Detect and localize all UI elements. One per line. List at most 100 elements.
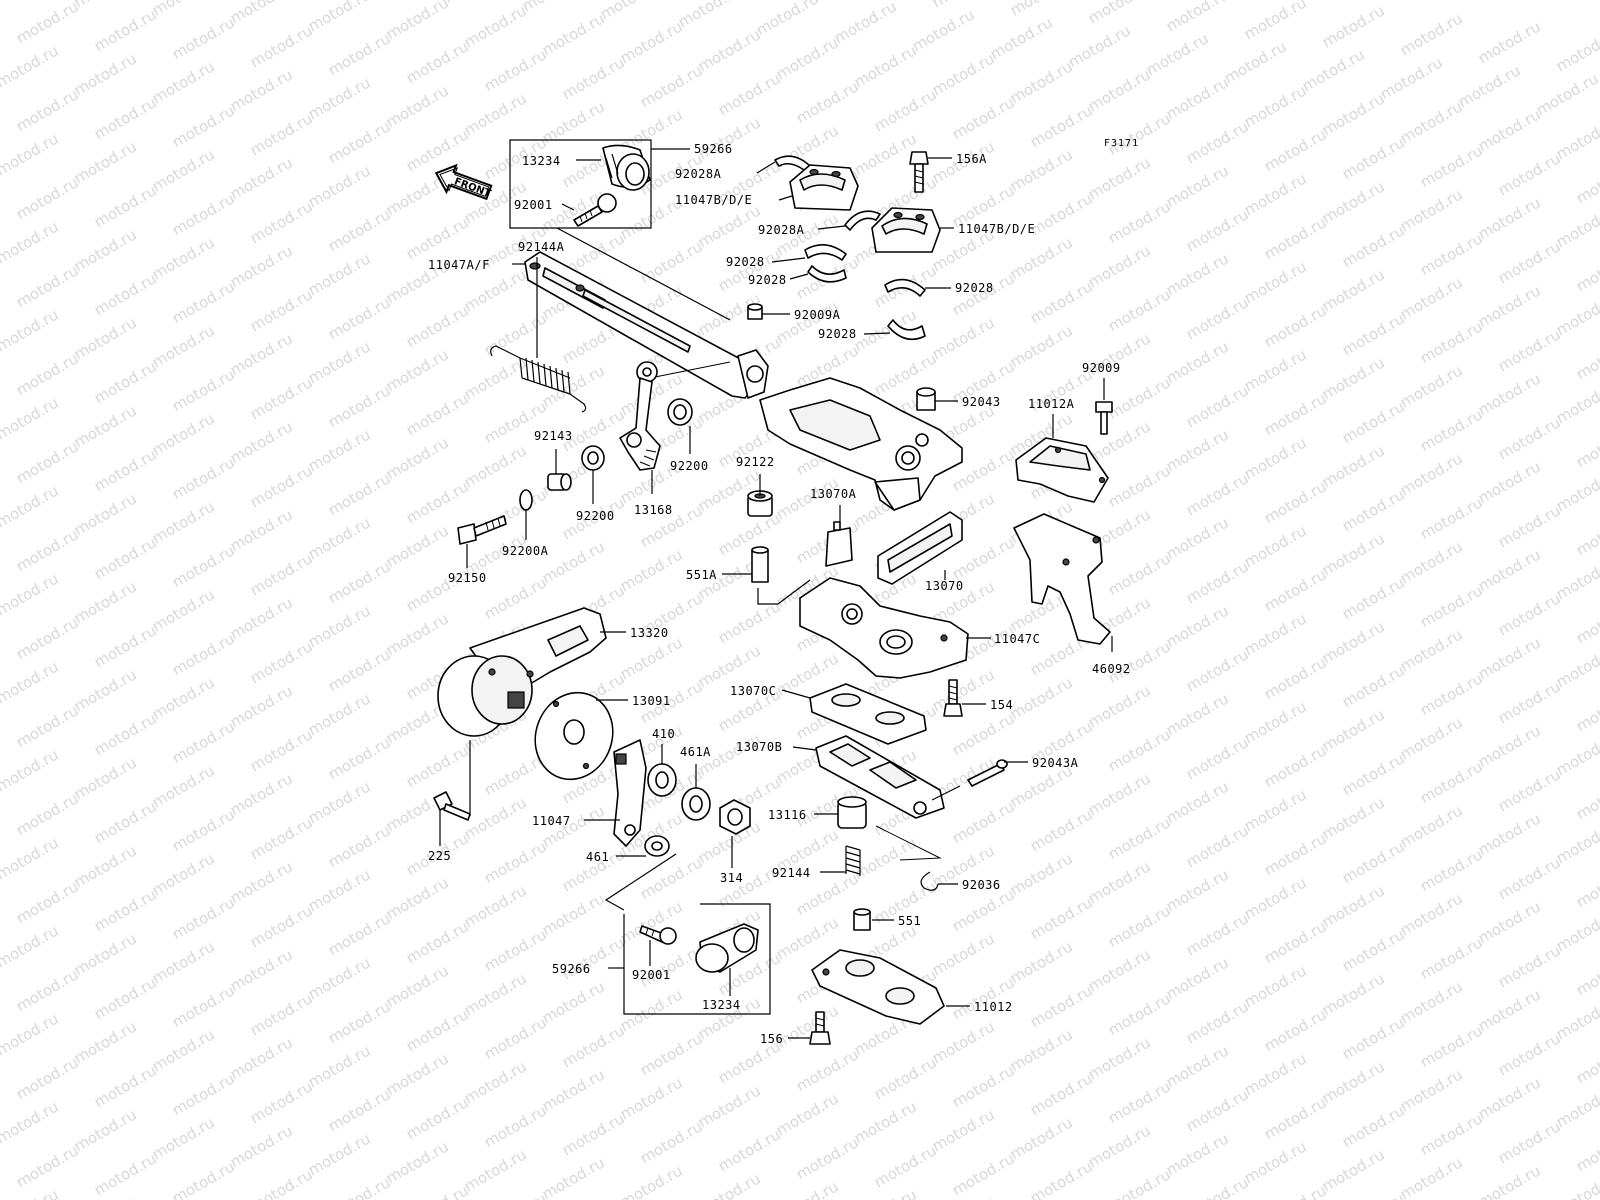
watermark-text: motod.ru <box>1143 29 1212 79</box>
watermark-text: motod.ru <box>383 785 452 835</box>
watermark-text: motod.ru <box>0 0 62 3</box>
watermark-text: motod.ru <box>695 1081 764 1131</box>
watermark-text: motod.ru <box>1397 361 1466 411</box>
watermark-text: motod.ru <box>1397 713 1466 763</box>
watermark-text: motod.ru <box>149 585 218 635</box>
watermark-text: motod.ru <box>247 637 316 687</box>
watermark-text: motod.ru <box>383 873 452 923</box>
label-11047C: 11047C <box>994 632 1040 646</box>
label-11047AF: 11047A/F <box>428 258 490 272</box>
watermark-text: motod.ru <box>1339 309 1408 359</box>
half-bearing-92028-4 <box>887 319 926 341</box>
label-92150: 92150 <box>448 571 487 585</box>
clamp-11047BDE-1 <box>789 164 859 211</box>
label-13234-top: 13234 <box>522 154 561 168</box>
watermark-text: motod.ru <box>617 633 686 683</box>
watermark-text: motod.ru <box>1553 641 1600 691</box>
boot-13234-top <box>602 144 651 191</box>
watermark-text: motod.ru <box>851 129 920 179</box>
clip-92036 <box>920 871 939 891</box>
watermark-text: motod.ru <box>247 725 316 775</box>
label-92043A: 92043A <box>1032 756 1079 770</box>
watermark-text: motod.ru <box>1475 633 1544 683</box>
label-59266-top: 59266 <box>694 142 733 156</box>
watermark-text: motod.ru <box>929 313 998 363</box>
watermark-text: motod.ru <box>1241 81 1310 131</box>
collar-92143 <box>547 473 572 491</box>
ball-joint-92001-top <box>573 193 617 227</box>
watermark-text: motod.ru <box>13 789 82 839</box>
watermark-text: motod.ru <box>91 181 160 231</box>
watermark-text: motod.ru <box>637 941 706 991</box>
watermark-text: motod.ru <box>71 489 140 539</box>
watermark-text: motod.ru <box>715 69 784 119</box>
watermark-text: motod.ru <box>539 537 608 587</box>
half-bearing-92028-2 <box>807 265 847 283</box>
watermark-text: motod.ru <box>305 1129 374 1179</box>
watermark-text: motod.ru <box>597 0 666 23</box>
watermark-text: motod.ru <box>1319 1057 1388 1107</box>
watermark-text: motod.ru <box>403 741 472 791</box>
watermark-text: motod.ru <box>461 89 530 139</box>
watermark-text: motod.ru <box>1553 201 1600 251</box>
watermark-text: motod.ru <box>1573 1125 1600 1175</box>
watermark-text: motod.ru <box>929 665 998 715</box>
watermark-text: motod.ru <box>247 21 316 71</box>
watermark-text: motod.ru <box>481 573 550 623</box>
sleeve-551A <box>751 546 769 583</box>
watermark-text: motod.ru <box>715 1125 784 1175</box>
bracket-main-body <box>759 377 963 511</box>
watermark-text: motod.ru <box>149 849 218 899</box>
watermark-text: motod.ru <box>1475 809 1544 859</box>
bolt-92150 <box>457 515 507 545</box>
watermark-text: motod.ru <box>1417 493 1486 543</box>
label-11047: 11047 <box>532 814 571 828</box>
watermark-text: motod.ru <box>169 365 238 415</box>
watermark-text: motod.ru <box>1241 433 1310 483</box>
label-92144: 92144 <box>772 866 811 880</box>
label-59266-bot: 59266 <box>552 962 591 976</box>
watermark-text: motod.ru <box>91 93 160 143</box>
watermark-text: motod.ru <box>1105 109 1174 159</box>
watermark-text: motod.ru <box>149 937 218 987</box>
watermark-text: motod.ru <box>71 577 140 627</box>
watermark-text: motod.ru <box>247 373 316 423</box>
label-46092: 46092 <box>1092 662 1131 676</box>
watermark-text: motod.ru <box>403 37 472 87</box>
watermark-text: motod.ru <box>169 805 238 855</box>
arm-11047AF <box>524 251 769 399</box>
watermark-text: motod.ru <box>227 65 296 115</box>
watermark-text: motod.ru <box>1553 553 1600 603</box>
watermark-text: motod.ru <box>519 0 588 15</box>
watermark-text: motod.ru <box>1105 197 1174 247</box>
watermark-text: motod.ru <box>1085 1033 1154 1083</box>
watermark-text: motod.ru <box>1573 685 1600 735</box>
disc-13091 <box>534 691 614 781</box>
watermark-text: motod.ru <box>773 33 842 83</box>
watermark-text: motod.ru <box>617 545 686 595</box>
watermark-text: motod.ru <box>539 977 608 1027</box>
watermark-text: motod.ru <box>1183 733 1252 783</box>
watermark-text: motod.ru <box>1065 21 1134 71</box>
watermark-text: motod.ru <box>1573 861 1600 911</box>
watermark-text: motod.ru <box>305 249 374 299</box>
label-551A: 551A <box>686 568 717 582</box>
watermark-text: motod.ru <box>1261 741 1330 791</box>
watermark-text: motod.ru <box>383 0 452 43</box>
watermark-text: motod.ru <box>1085 0 1154 27</box>
watermark-text: motod.ru <box>1319 617 1388 667</box>
watermark-text: motod.ru <box>149 145 218 195</box>
watermark-text: motod.ru <box>637 1117 706 1167</box>
label-156A: 156A <box>956 152 987 166</box>
watermark-text: motod.ru <box>71 841 140 891</box>
watermark-text: motod.ru <box>1241 1137 1310 1187</box>
watermark-text: motod.ru <box>1241 609 1310 659</box>
watermark-text: motod.ru <box>851 41 920 91</box>
watermark-text: motod.ru <box>1105 1077 1174 1127</box>
watermark-text: motod.ru <box>71 665 140 715</box>
watermark-text: motod.ru <box>325 557 394 607</box>
watermark-text: motod.ru <box>13 0 82 47</box>
washer-92200-2 <box>581 445 605 471</box>
watermark-text: motod.ru <box>559 53 628 103</box>
watermark-text: motod.ru <box>773 1001 842 1051</box>
